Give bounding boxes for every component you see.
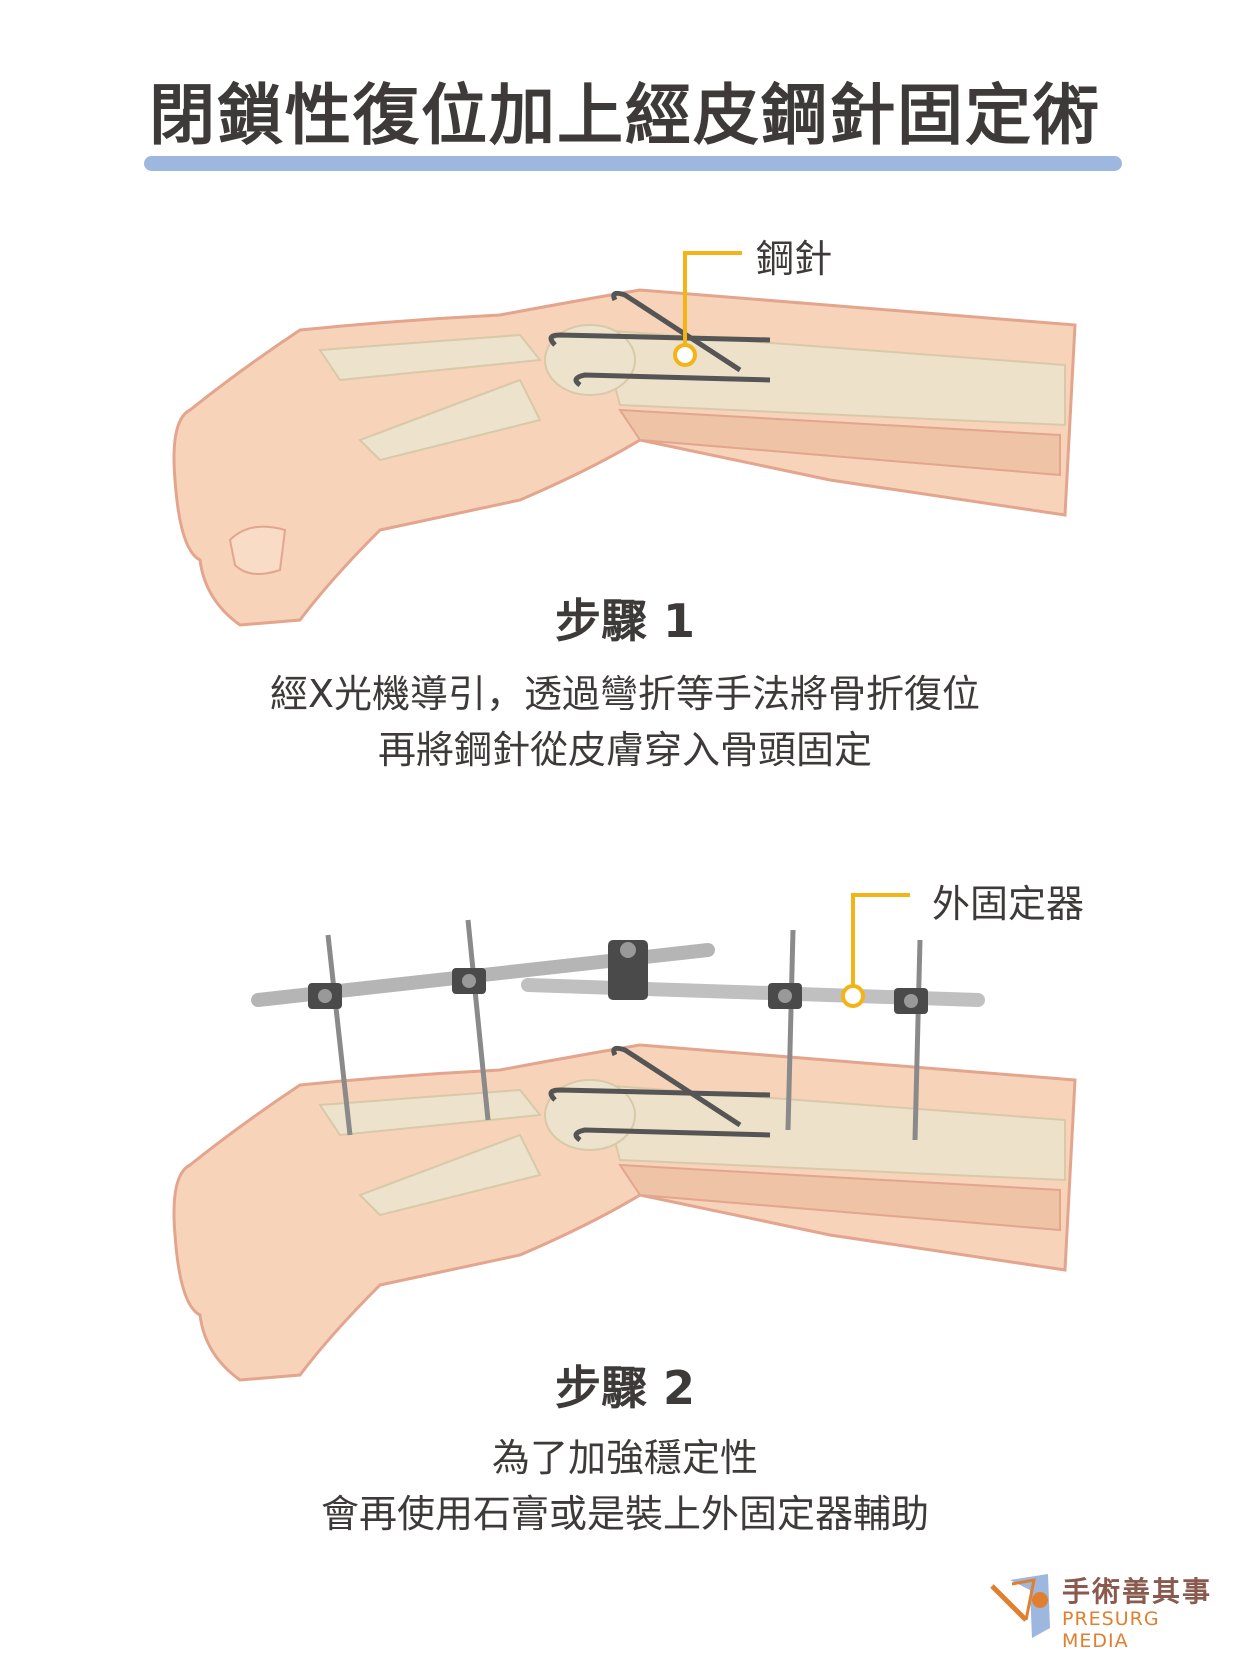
- step1-label: 步驟 1: [0, 585, 1250, 651]
- step1-description: 經X光機導引，透過彎折等手法將骨折復位 再將鋼針從皮膚穿入骨頭固定: [0, 666, 1250, 778]
- steel-pin-callout: 鋼針: [756, 237, 833, 281]
- step2-label-text: 步驟 2: [548, 1352, 702, 1418]
- fixator-callout-line: [841, 893, 910, 1008]
- logo-icon: [990, 1574, 1050, 1638]
- pin-callout-line: [673, 251, 742, 367]
- steel-pins: [548, 290, 771, 388]
- step1-line-1: 經X光機導引，透過彎折等手法將骨折復位: [269, 672, 981, 716]
- steel-pins: [548, 1045, 771, 1143]
- brand-logo: 手術善其事 PRESURG MEDIA: [990, 1570, 1230, 1652]
- step2-line-1: 為了加強穩定性: [491, 1436, 758, 1480]
- step2-description: 為了加強穩定性 會再使用石膏或是裝上外固定器輔助: [0, 1430, 1250, 1542]
- step1-label-text: 步驟 1: [548, 585, 702, 651]
- external-fixator-callout: 外固定器: [932, 882, 1085, 926]
- external-fixator: [251, 919, 985, 1141]
- arm-hand: [172, 288, 1077, 627]
- page-title: 閉鎖性復位加上經皮鋼針固定術: [149, 77, 1101, 154]
- step2-label: 步驟 2: [0, 1352, 1250, 1418]
- step1-illustration: [172, 251, 1077, 627]
- logo-name-cn: 手術善其事: [1062, 1575, 1213, 1608]
- logo-name-en: PRESURG MEDIA: [1062, 1608, 1160, 1652]
- arm-hand: [172, 1043, 1077, 1382]
- step2-line-2: 會再使用石膏或是裝上外固定器輔助: [320, 1492, 929, 1536]
- step1-line-2: 再將鋼針從皮膚穿入骨頭固定: [377, 728, 872, 772]
- title-underline: [144, 156, 1122, 171]
- step2-illustration: [172, 893, 1077, 1382]
